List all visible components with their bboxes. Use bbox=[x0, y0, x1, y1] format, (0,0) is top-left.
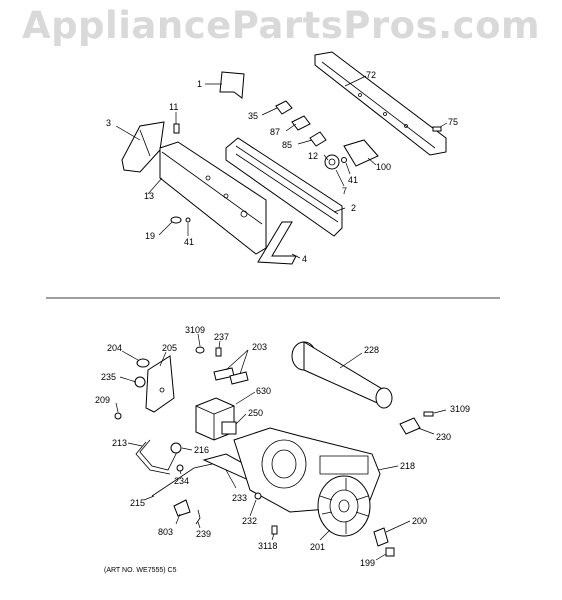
label-239: 239 bbox=[196, 529, 211, 539]
label-235: 235 bbox=[101, 372, 116, 382]
label-203: 203 bbox=[252, 342, 267, 352]
label-3118: 3118 bbox=[258, 541, 277, 551]
part-203-clips bbox=[213, 367, 249, 385]
part-35-knob bbox=[275, 100, 293, 115]
label-100: 100 bbox=[376, 162, 391, 172]
part-237-screw bbox=[215, 347, 222, 357]
label-4: 4 bbox=[302, 254, 307, 264]
label-204: 204 bbox=[107, 343, 122, 353]
part-41-clip-lower bbox=[185, 217, 191, 223]
part-228-duct bbox=[291, 341, 393, 409]
label-2: 2 bbox=[351, 203, 356, 213]
part-232-screw bbox=[254, 492, 262, 500]
label-232: 232 bbox=[242, 516, 257, 526]
label-3109-a: 3109 bbox=[185, 325, 205, 335]
label-19: 19 bbox=[145, 231, 155, 241]
part-2-console-frame bbox=[225, 137, 343, 237]
part-72-rear-panel bbox=[314, 51, 447, 156]
part-1-card bbox=[219, 71, 245, 99]
upper-leader-lines bbox=[115, 75, 448, 259]
label-13: 13 bbox=[144, 191, 154, 201]
label-218: 218 bbox=[400, 461, 415, 471]
label-205: 205 bbox=[162, 343, 177, 353]
part-19-ring bbox=[170, 216, 182, 224]
label-213: 213 bbox=[112, 438, 127, 448]
part-12-knob bbox=[324, 154, 340, 170]
part-209-screw bbox=[114, 412, 122, 420]
part-3-end-cap bbox=[121, 121, 165, 173]
label-230: 230 bbox=[436, 432, 451, 442]
part-235-clamp bbox=[134, 376, 146, 388]
part-204-clamp bbox=[136, 358, 150, 368]
label-200: 200 bbox=[412, 516, 427, 526]
part-205-bracket bbox=[145, 355, 175, 413]
label-250: 250 bbox=[248, 408, 263, 418]
label-199: 199 bbox=[360, 558, 375, 568]
part-234-screw bbox=[176, 464, 184, 472]
part-200-clip bbox=[373, 527, 389, 547]
part-213-harness bbox=[135, 439, 179, 475]
label-228: 228 bbox=[364, 345, 379, 355]
label-630: 630 bbox=[256, 386, 271, 396]
label-803: 803 bbox=[158, 527, 173, 537]
part-11-screw bbox=[173, 123, 180, 134]
part-labels: 1 72 11 3 35 75 87 85 12 100 41 7 13 2 1… bbox=[95, 70, 470, 568]
label-41-lower: 41 bbox=[184, 237, 194, 247]
label-12: 12 bbox=[308, 151, 318, 161]
part-803-bracket bbox=[173, 499, 191, 517]
label-3109-b: 3109 bbox=[450, 404, 470, 414]
part-201-blower-wheel bbox=[317, 475, 371, 537]
part-199-screw bbox=[385, 547, 395, 557]
part-13-control-panel bbox=[159, 141, 267, 255]
label-41-upper: 41 bbox=[348, 175, 358, 185]
label-201: 201 bbox=[310, 542, 325, 552]
label-35: 35 bbox=[248, 111, 258, 121]
part-87-knob bbox=[291, 115, 311, 131]
part-3109-screw-b bbox=[423, 411, 434, 417]
label-3: 3 bbox=[106, 118, 111, 128]
part-3118-screw bbox=[271, 525, 278, 535]
part-239-clip bbox=[195, 509, 201, 525]
part-75-screw bbox=[432, 126, 442, 132]
label-11: 11 bbox=[169, 102, 178, 112]
watermark: AppliancePartsPros.com bbox=[21, 4, 541, 47]
label-87: 87 bbox=[270, 127, 280, 137]
label-75: 75 bbox=[448, 117, 458, 127]
part-4-bracket bbox=[257, 221, 297, 265]
label-237: 237 bbox=[214, 332, 229, 342]
part-216-thermostat bbox=[170, 442, 182, 454]
art-number-caption: (ART NO. WE7555) C5 bbox=[104, 567, 177, 574]
label-216: 216 bbox=[194, 445, 209, 455]
label-209: 209 bbox=[95, 395, 110, 405]
label-215: 215 bbox=[130, 498, 145, 508]
label-1: 1 bbox=[197, 79, 202, 89]
label-72: 72 bbox=[366, 70, 376, 80]
part-41-clip-upper bbox=[341, 157, 347, 163]
label-233: 233 bbox=[232, 493, 247, 503]
part-250-motor-switch bbox=[221, 421, 237, 435]
label-7: 7 bbox=[342, 186, 347, 196]
part-3109-screw-a bbox=[195, 346, 205, 354]
label-85: 85 bbox=[282, 140, 292, 150]
lower-leader-lines bbox=[115, 333, 447, 561]
part-230-sensor bbox=[399, 417, 421, 435]
label-234: 234 bbox=[174, 476, 189, 486]
part-85-knob bbox=[309, 131, 327, 147]
